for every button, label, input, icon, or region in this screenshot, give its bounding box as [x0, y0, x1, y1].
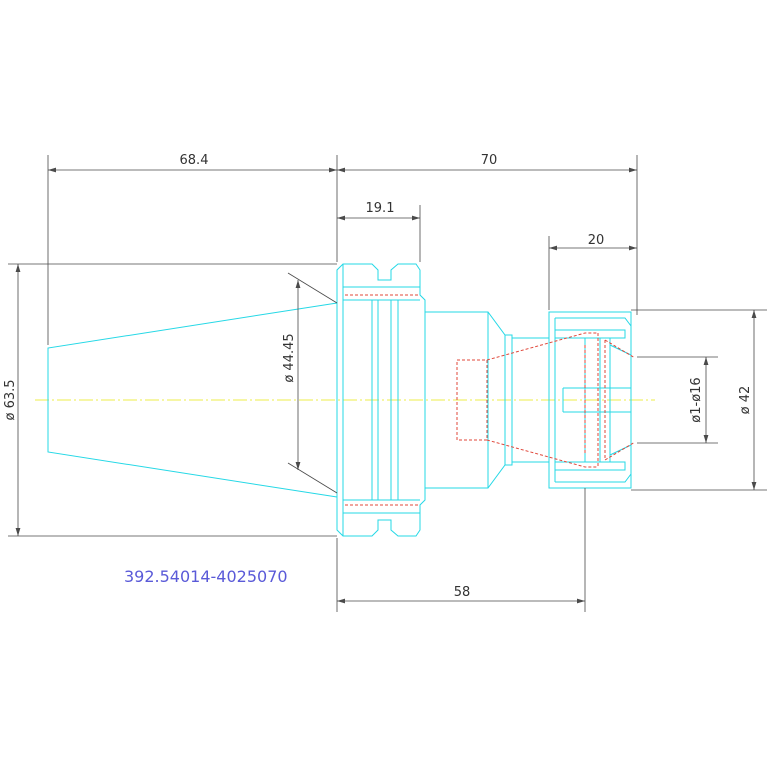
dimension-flange-diameter: ø 63.5 [3, 263, 337, 537]
part-number: 392.54014-4025070 [124, 567, 288, 586]
dimension-total-length-label: 70 [481, 153, 498, 168]
dimension-nut-length: 20 [548, 233, 637, 310]
dimension-flange-width: 19.1 [337, 201, 421, 262]
taper-shank [47, 302, 338, 498]
dimension-flange-width-label: 19.1 [366, 201, 395, 216]
dimension-taper-length-label: 68.4 [180, 153, 209, 168]
flange [336, 263, 426, 537]
dimension-total-length: 70 [337, 153, 638, 315]
dimension-nut-length-label: 20 [588, 233, 605, 248]
dimension-gauge-length: 58 [336, 488, 586, 612]
dimension-taper-diameter: ø 44.45 [282, 272, 338, 494]
dimension-taper-length: 68.4 [47, 153, 338, 345]
dimension-nut-diameter: ø 42 [631, 309, 767, 491]
dimension-clamping-range-label: ø1-ø16 [689, 377, 704, 422]
dimension-taper-diameter-label: ø 44.45 [282, 333, 297, 382]
dimension-nut-diameter-label: ø 42 [738, 386, 753, 415]
dimension-flange-diameter-label: ø 63.5 [3, 379, 18, 420]
dimension-clamping-range: ø1-ø16 [637, 356, 718, 444]
hidden-collet-bore [456, 332, 636, 468]
holder-body [425, 311, 549, 489]
dimension-gauge-length-label: 58 [454, 585, 471, 600]
